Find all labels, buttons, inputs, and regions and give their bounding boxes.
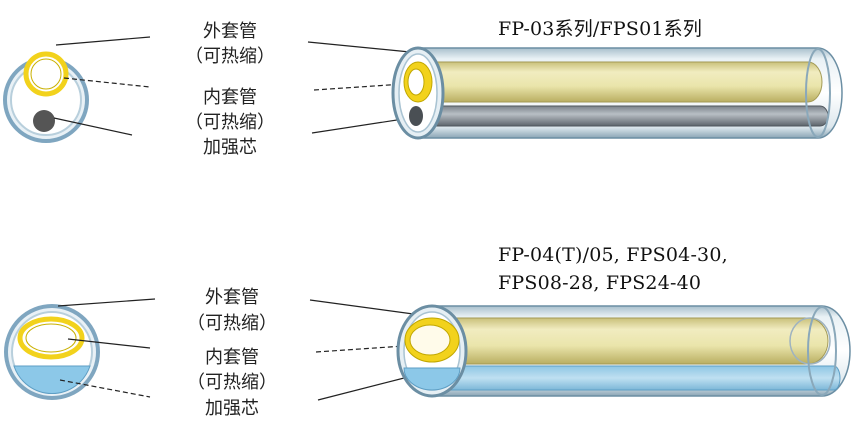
bottom-label-inner-tube: 内套管 [205, 347, 259, 368]
top-leader-core-left [53, 117, 133, 136]
top-label-outer-tube: 外套管 [203, 21, 257, 42]
bottom-inner-far-rim [789, 317, 831, 365]
bottom-tube-yellow-hole [409, 324, 451, 356]
top-tube-yellow-hole [407, 68, 425, 96]
bottom-label-outer-note: （可热缩） [187, 313, 277, 334]
bottom-leader-lines [57, 298, 429, 401]
bottom-label-strength-core: 加强芯 [205, 398, 259, 419]
top-strength-core-body [419, 105, 829, 127]
bottom-leader-inner-right [315, 345, 405, 353]
top-tube-3d [391, 46, 843, 140]
top-tube-core-end [409, 106, 423, 126]
bottom-leader-outer-left [57, 298, 156, 307]
top-inner-tube-core [30, 58, 62, 90]
bottom-inner-tube-core [25, 323, 77, 353]
bottom-tube-far-rim [807, 306, 837, 396]
bottom-title-line2: FPS08-28, FPS24-40 [498, 272, 702, 294]
bottom-leader-inner-left [67, 338, 151, 349]
top-leader-outer-left [55, 36, 151, 46]
top-tube-far-rim [805, 48, 831, 138]
bottom-strength-core [13, 365, 91, 395]
bottom-tube-3d [396, 304, 851, 398]
bottom-leader-outer-right [309, 299, 429, 317]
top-leader-outer-right [307, 41, 411, 53]
top-label-strength-core: 加强芯 [203, 137, 257, 158]
top-label-inner-note: （可热缩） [185, 112, 275, 133]
top-strength-core [33, 110, 55, 132]
top-leader-lines [53, 36, 411, 136]
top-leader-inner-right [313, 83, 405, 91]
top-label-outer-note: （可热缩） [185, 46, 275, 67]
top-cross-section [3, 51, 89, 143]
bottom-label-inner-note: （可热缩） [187, 372, 277, 393]
bottom-leader-core-right [317, 376, 409, 401]
bottom-label-outer-tube: 外套管 [205, 287, 259, 308]
top-inner-tube-body [419, 61, 823, 103]
bottom-strength-core-body [431, 365, 841, 391]
top-title: FP-03系列/FPS01系列 [498, 18, 703, 40]
bottom-cross-section [4, 304, 100, 400]
top-label-inner-tube: 内套管 [203, 87, 257, 108]
bottom-title-line1: FP-04(T)/05, FPS04-30, [498, 244, 728, 266]
top-leader-core-right [311, 117, 411, 134]
bottom-tube-core-end [403, 367, 461, 391]
bottom-leader-core-left [59, 379, 151, 398]
bottom-inner-tube-body [439, 317, 829, 365]
top-leader-inner-left [63, 77, 151, 88]
